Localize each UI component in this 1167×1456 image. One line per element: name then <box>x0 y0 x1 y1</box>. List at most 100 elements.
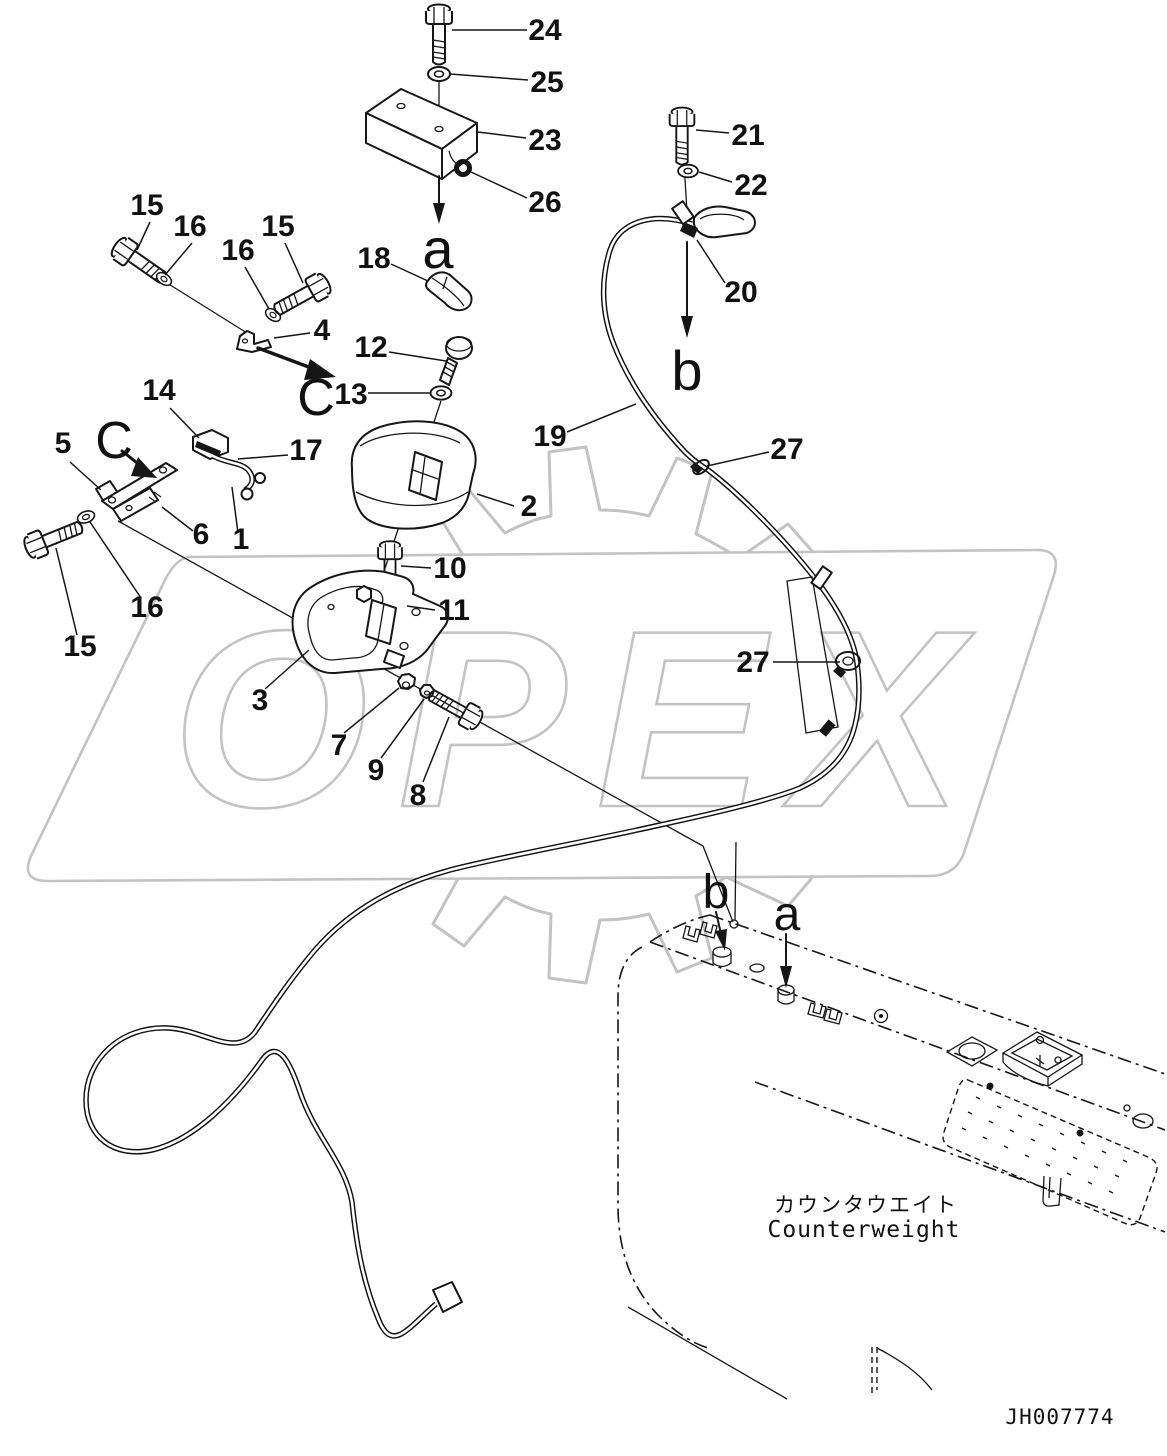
leader-line <box>273 332 311 339</box>
leader-line <box>706 451 770 467</box>
part-callout-16: 16 <box>130 591 163 624</box>
part-callout-1: 1 <box>233 523 250 556</box>
cover-18 <box>425 271 473 312</box>
opex-watermark: OPEX <box>26 445 1058 985</box>
part-callout-19: 19 <box>533 420 566 453</box>
leader-line <box>69 461 102 491</box>
leader-line <box>231 486 239 534</box>
leader-line <box>244 266 270 310</box>
bracket-3 <box>291 569 449 675</box>
counterweight-label-en: Counterweight <box>767 1217 960 1243</box>
leader-line <box>566 403 637 433</box>
part-callout-17: 17 <box>289 434 322 467</box>
bracket-5-6 <box>95 462 178 522</box>
screw-12 <box>439 336 473 386</box>
section-arrow-c-left <box>120 449 157 478</box>
relay-box-assembly <box>365 3 478 224</box>
counterweight-outline <box>617 914 1166 1400</box>
washer-13 <box>429 385 453 401</box>
section-label-b: b <box>703 866 730 919</box>
section-label-a: a <box>422 217 454 280</box>
leader-line <box>477 131 527 139</box>
section-label-a: a <box>774 888 801 941</box>
grommet-26 <box>454 159 472 177</box>
leader-line <box>380 698 425 759</box>
leader-line <box>698 171 733 183</box>
clip-20 <box>671 200 698 238</box>
leader-line <box>422 716 450 783</box>
lamp-2 <box>350 420 477 530</box>
part-callout-7: 7 <box>331 729 348 762</box>
gear-icon <box>431 445 815 561</box>
leader-line <box>89 521 142 599</box>
nut-7 <box>397 673 416 690</box>
mount-arrow-a <box>780 933 792 988</box>
watermark-band <box>26 548 1058 883</box>
part-callout-15: 15 <box>63 630 96 663</box>
bolt-21 <box>668 106 696 166</box>
part-callout-4: 4 <box>314 314 331 347</box>
part-callout-22: 22 <box>734 169 767 202</box>
leader-line <box>284 242 304 284</box>
leader-line <box>237 454 289 460</box>
part-callout-25: 25 <box>530 66 563 99</box>
part-callout-15: 15 <box>130 189 163 222</box>
section-label-b: b <box>671 339 702 402</box>
leader-line <box>696 239 726 284</box>
part-callout-27: 27 <box>736 646 769 679</box>
part-callout-8: 8 <box>410 779 427 812</box>
leader-line <box>264 649 310 690</box>
section-label-C: C <box>297 369 335 427</box>
wiring-14-17 <box>192 429 266 501</box>
part-callout-18: 18 <box>357 242 390 275</box>
leader-line <box>406 605 436 611</box>
part-callout-27: 27 <box>770 433 803 466</box>
leader-line <box>164 242 193 276</box>
part-callout-15: 15 <box>261 210 294 243</box>
part-callout-20: 20 <box>724 276 757 309</box>
cable-clip-mid <box>810 565 833 591</box>
lamp-assembly <box>291 271 487 734</box>
part-callout-23: 23 <box>528 124 561 157</box>
drawing-number: JH007774 <box>1005 1405 1114 1429</box>
part-callout-16: 16 <box>173 210 206 243</box>
leader-line <box>343 687 400 734</box>
part-callout-12: 12 <box>354 331 387 364</box>
leader-line <box>695 129 730 134</box>
part-callout-21: 21 <box>731 119 764 152</box>
section-arrow-c-mid <box>256 346 336 380</box>
cable-mount-assembly <box>668 106 699 338</box>
leader-line <box>449 73 529 81</box>
part-callout-13: 13 <box>334 378 367 411</box>
leader-line <box>400 565 432 569</box>
bolt-15c <box>20 513 88 563</box>
part-callout-14: 14 <box>142 374 176 407</box>
part-callout-3: 3 <box>252 684 269 717</box>
view-arrow-b <box>681 241 693 338</box>
counterweight-label-jp: カウンタウエイト <box>774 1193 958 1217</box>
leader-line <box>476 493 515 507</box>
part-callout-2: 2 <box>521 490 538 523</box>
leader-line <box>136 221 151 251</box>
leader-line <box>390 263 429 282</box>
part-callout-10: 10 <box>433 552 466 585</box>
washer-25 <box>427 66 451 82</box>
section-label-C: C <box>95 412 133 470</box>
part-callout-5: 5 <box>55 427 72 460</box>
part-callout-26: 26 <box>528 186 561 219</box>
bracket-4 <box>236 330 272 353</box>
leader-line <box>388 351 447 362</box>
part-callout-16: 16 <box>221 234 254 267</box>
leader-line <box>55 547 78 636</box>
part-callout-6: 6 <box>193 518 210 551</box>
leader-line <box>169 407 200 439</box>
box-23 <box>365 88 478 180</box>
mount-arrow-b <box>715 911 727 951</box>
clip-strip <box>786 576 839 734</box>
leader-line <box>161 506 194 532</box>
view-arrow-a <box>433 175 445 224</box>
